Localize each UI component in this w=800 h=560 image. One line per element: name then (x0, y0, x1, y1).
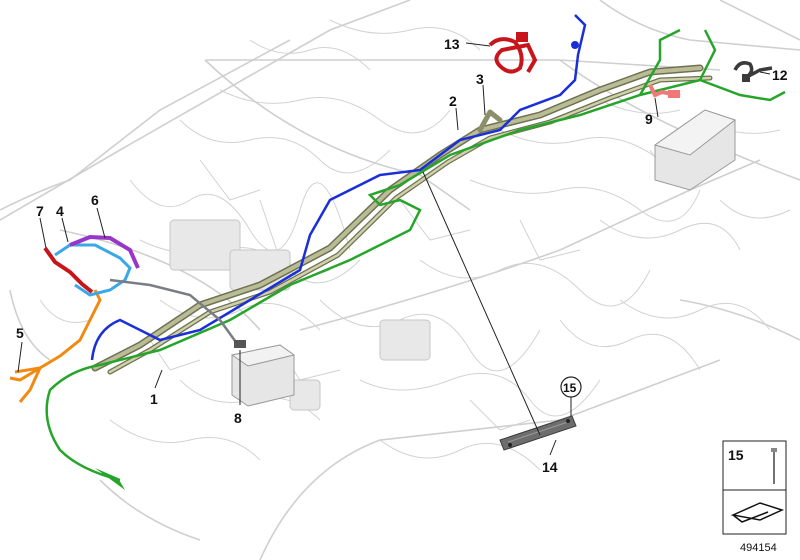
ghost-wiring (39, 19, 791, 471)
red-cable-left (43, 246, 94, 294)
legend-box (722, 440, 787, 535)
blue-cable (90, 14, 587, 361)
image-number: 494154 (740, 542, 777, 554)
main-wiring-harness (91, 64, 713, 375)
blue-cable-connector (571, 41, 579, 49)
purple-cable (69, 234, 140, 269)
light-blue-cable (54, 243, 132, 297)
callout-3: 3 (476, 71, 484, 87)
rear-battery (653, 109, 737, 191)
callout-9: 9 (645, 111, 653, 127)
callout-14: 14 (542, 459, 558, 475)
leader-lines (17, 42, 771, 456)
orange-cable (9, 289, 102, 403)
callout-2: 2 (449, 93, 457, 109)
callout-5: 5 (16, 325, 24, 341)
callout-6: 6 (91, 192, 99, 208)
red-cable-loop (488, 37, 538, 74)
ground-strap (499, 415, 577, 451)
red-cable-terminal (516, 32, 528, 42)
grey-cable-connector (234, 340, 246, 348)
grey-cable (109, 278, 240, 346)
callout-15-circle (560, 376, 582, 398)
green-cable (45, 28, 786, 482)
callout-12: 12 (772, 67, 788, 83)
callout-8: 8 (234, 410, 242, 426)
legend-label-15: 15 (728, 447, 744, 463)
front-battery (230, 344, 296, 407)
callout-7: 7 (36, 203, 44, 219)
dark-cable-terminal (742, 74, 750, 82)
salmon-terminal (668, 90, 680, 98)
callout-13: 13 (444, 36, 460, 52)
callout-1: 1 (150, 391, 158, 407)
dark-cable (733, 61, 773, 80)
callout-4: 4 (56, 203, 64, 219)
callout-15: 15 (563, 381, 577, 395)
green-cable-end (95, 468, 125, 490)
